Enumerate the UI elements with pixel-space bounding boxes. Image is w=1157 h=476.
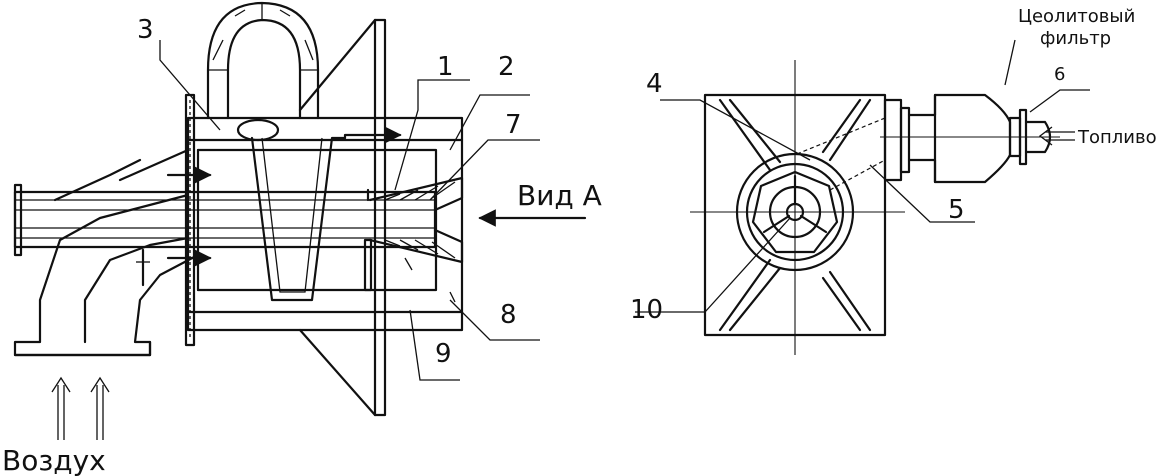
loop-pipe <box>226 18 302 120</box>
label-1: 1 <box>437 52 454 82</box>
label-8: 8 <box>500 300 517 330</box>
zeolite-filter <box>907 93 1012 184</box>
label-fuel: Топливо <box>1077 127 1157 148</box>
label-filter-2: фильтр <box>1040 28 1111 49</box>
swirler-bar <box>363 238 373 292</box>
label-10: 10 <box>630 295 663 325</box>
air-duct <box>13 193 200 357</box>
label-3: 3 <box>137 15 154 45</box>
side-view <box>13 1 587 440</box>
front-view <box>635 39 1090 355</box>
mounting-plate <box>298 18 377 417</box>
v-tube <box>250 136 347 302</box>
label-air: Воздух <box>2 444 106 476</box>
fuel-flange-1 <box>883 98 903 182</box>
label-4: 4 <box>646 69 663 99</box>
label-7: 7 <box>505 110 522 140</box>
nozzle-cone <box>368 176 464 264</box>
label-9: 9 <box>435 339 452 369</box>
label-5: 5 <box>948 195 965 225</box>
valve-ellipse <box>236 118 280 142</box>
label-2: 2 <box>498 52 515 82</box>
label-filter-1: Цеолитовый <box>1018 6 1135 27</box>
label-view-a: Вид А <box>517 179 602 212</box>
label-6: 6 <box>1054 64 1065 85</box>
